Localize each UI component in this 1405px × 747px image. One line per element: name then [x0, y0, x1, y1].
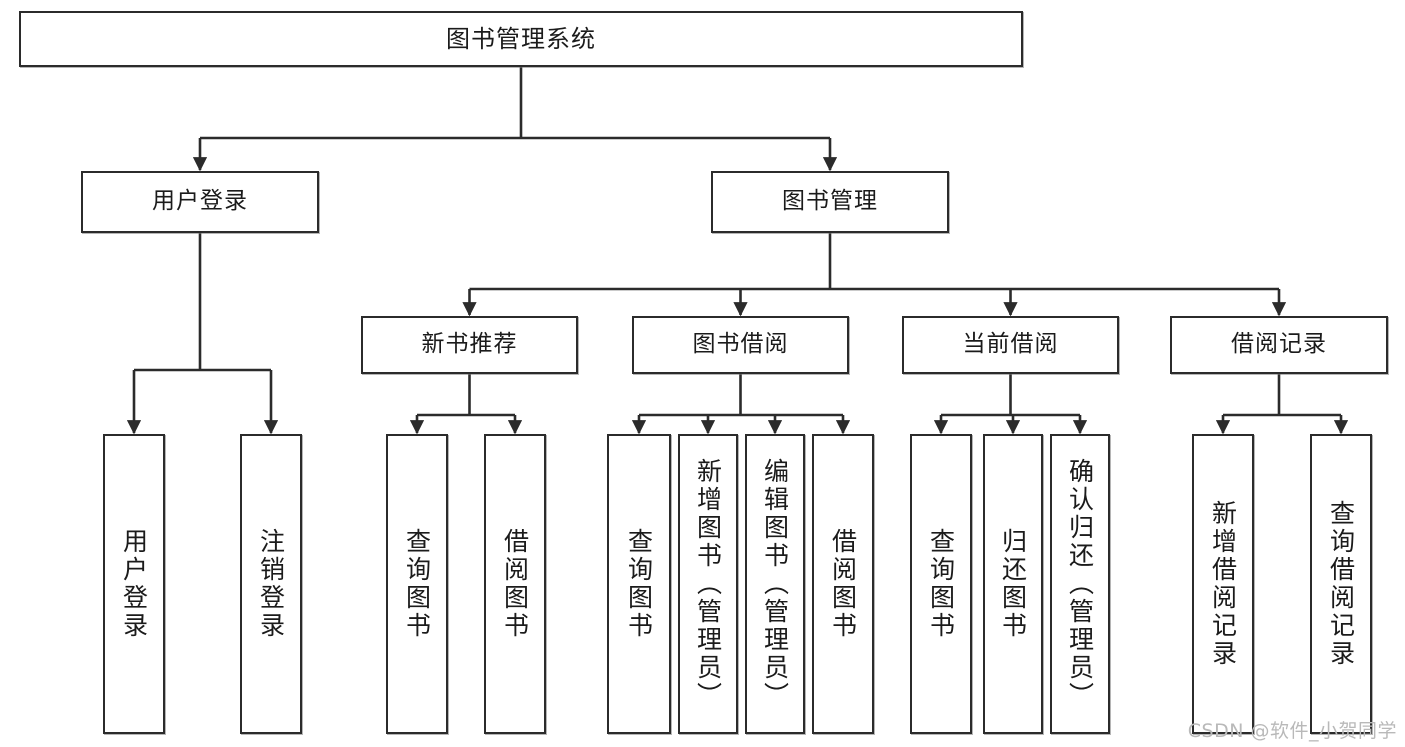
node-leaf-user-login[interactable]: 用户登录	[103, 434, 165, 734]
node-leaf-confirm-return-admin[interactable]: 确认归还（管理员）	[1050, 434, 1110, 734]
node-root[interactable]: 图书管理系统	[19, 11, 1023, 67]
node-label: 借阅图书	[500, 528, 530, 640]
node-label: 用户登录	[119, 528, 149, 640]
node-label: 借阅记录	[1231, 331, 1327, 358]
node-label: 查询借阅记录	[1326, 500, 1356, 668]
node-label: 图书管理系统	[446, 24, 596, 53]
node-label: 注销登录	[256, 528, 286, 640]
node-leaf-query-book-3[interactable]: 查询图书	[910, 434, 972, 734]
node-borrow-record[interactable]: 借阅记录	[1170, 316, 1388, 374]
node-book-borrow[interactable]: 图书借阅	[632, 316, 849, 374]
node-leaf-borrow-book-1[interactable]: 借阅图书	[484, 434, 546, 734]
node-new-book-recommend[interactable]: 新书推荐	[361, 316, 578, 374]
node-label: 借阅图书	[828, 528, 858, 640]
node-leaf-query-borrow-record[interactable]: 查询借阅记录	[1310, 434, 1372, 734]
node-label: 用户登录	[152, 188, 248, 215]
node-leaf-query-book-1[interactable]: 查询图书	[386, 434, 448, 734]
node-leaf-logout-login[interactable]: 注销登录	[240, 434, 302, 734]
node-leaf-add-borrow-record[interactable]: 新增借阅记录	[1192, 434, 1254, 734]
node-label: 图书借阅	[692, 331, 789, 358]
node-label: 查询图书	[624, 528, 654, 640]
node-label: 归还图书	[998, 528, 1028, 640]
node-label: 查询图书	[926, 528, 956, 640]
node-leaf-return-book[interactable]: 归还图书	[983, 434, 1043, 734]
node-user-login[interactable]: 用户登录	[81, 171, 319, 233]
node-label: 编辑图书（管理员）	[760, 458, 790, 710]
node-label: 查询图书	[402, 528, 432, 640]
node-label: 新增图书（管理员）	[693, 458, 723, 710]
node-leaf-borrow-book-2[interactable]: 借阅图书	[812, 434, 874, 734]
node-book-manage[interactable]: 图书管理	[711, 171, 949, 233]
node-leaf-edit-book-admin[interactable]: 编辑图书（管理员）	[745, 434, 805, 734]
csdn-watermark: CSDN @软件_小贺同学	[1187, 720, 1397, 742]
node-label: 当前借阅	[962, 331, 1059, 358]
node-current-borrow[interactable]: 当前借阅	[902, 316, 1119, 374]
node-leaf-add-book-admin[interactable]: 新增图书（管理员）	[678, 434, 738, 734]
node-label: 新书推荐	[421, 331, 518, 358]
node-label: 新增借阅记录	[1208, 500, 1238, 668]
node-label: 图书管理	[782, 188, 878, 215]
node-label: 确认归还（管理员）	[1065, 458, 1095, 710]
node-leaf-query-book-2[interactable]: 查询图书	[607, 434, 671, 734]
